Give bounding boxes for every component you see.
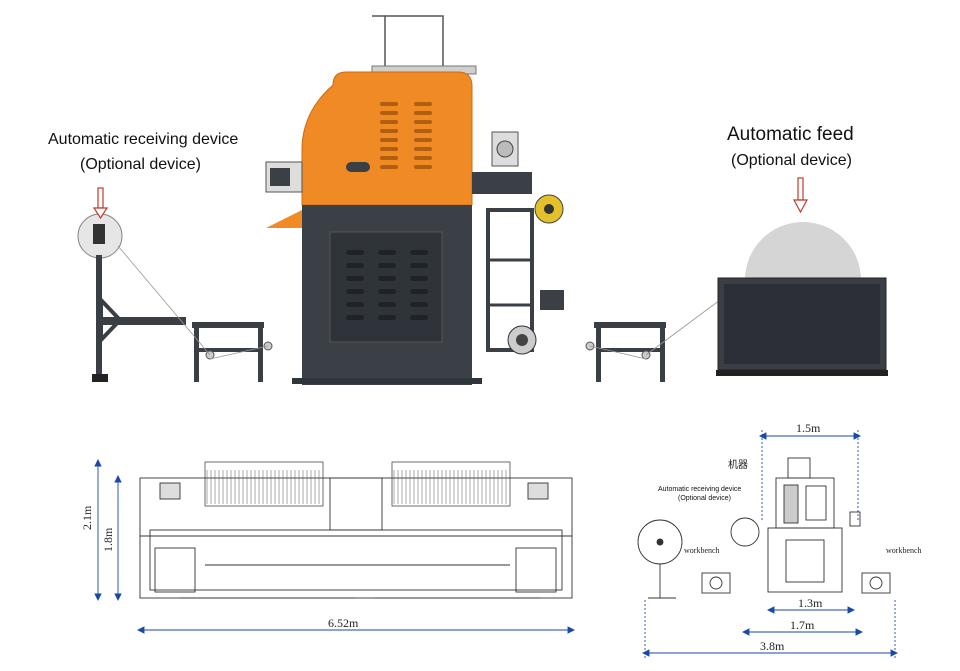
receiving-foot — [92, 374, 108, 382]
height-2-1m-label: 2.1m — [80, 505, 94, 530]
side-dimensions — [641, 430, 899, 660]
automatic-feed-optional-label: (Optional device) — [731, 152, 852, 169]
workbench-left — [117, 245, 273, 382]
receiving-arm — [98, 317, 186, 325]
workbench-right — [585, 299, 721, 382]
feed-coil — [745, 222, 861, 280]
side-receiving-label: Automatic receiving device — [658, 486, 742, 493]
front-dimensions — [94, 458, 576, 634]
dim-1-3m-label: 1.3m — [798, 596, 823, 610]
side-receiving-optional-label: (Optional device) — [678, 495, 731, 502]
workbench-right-label: workbench — [886, 546, 922, 555]
housing-vents — [380, 102, 432, 169]
main-machine — [265, 15, 564, 385]
workbench-left-label: workbench — [684, 546, 720, 555]
side-drawing — [637, 457, 891, 599]
base-vents — [346, 250, 428, 320]
receiving-brace — [99, 294, 123, 346]
front-drawing — [139, 461, 573, 599]
machine-tag-label: 机器 — [728, 460, 748, 471]
side-width-1-5m-label: 1.5m — [796, 421, 821, 435]
automatic-feed-label: Automatic feed — [727, 124, 854, 145]
down-arrow-icon — [92, 187, 109, 220]
receiving-device-label: Automatic receiving device — [48, 131, 239, 148]
width-6-52m-label: 6.52m — [328, 616, 359, 630]
receiving-spool-hub — [93, 224, 105, 244]
down-arrow-icon — [792, 177, 809, 214]
automatic-feed — [716, 222, 888, 376]
receiving-device — [77, 213, 186, 382]
dim-1-7m-label: 1.7m — [790, 618, 815, 632]
height-1-8m-label: 1.8m — [101, 527, 115, 552]
dim-3-8m-label: 3.8m — [760, 639, 785, 653]
receiving-device-optional-label: (Optional device) — [80, 156, 201, 173]
